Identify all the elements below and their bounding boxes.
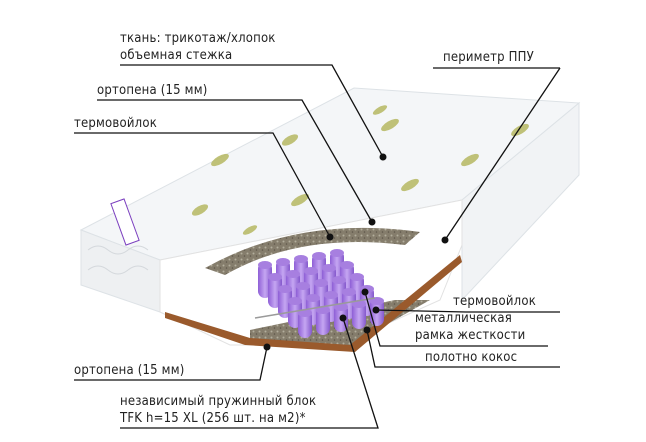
spring-top	[314, 279, 328, 287]
label-coconut: полотно кокос	[425, 350, 518, 365]
leaf-pattern	[191, 105, 529, 235]
spring-top	[276, 258, 290, 266]
label-fabric: ткань: трикотаж/хлопок	[120, 31, 276, 46]
spring-coil	[316, 307, 330, 335]
felt-top-layer	[205, 227, 420, 275]
rigidity-frame	[254, 297, 376, 319]
label-felt-top: термовойлок	[74, 116, 157, 131]
spring-top	[324, 291, 338, 299]
spring-top	[278, 285, 292, 293]
label-felt-bottom: термовойлок	[453, 294, 536, 309]
label-frame-2: рамка жесткости	[415, 328, 526, 343]
spring-top	[340, 261, 354, 269]
spring-top	[296, 282, 310, 290]
spring-block	[258, 249, 384, 338]
spring-top	[342, 288, 356, 296]
mattress-right-side	[461, 101, 580, 302]
spring-top	[268, 273, 282, 281]
label-perimeter: периметр ППУ	[443, 50, 534, 65]
coconut-layer	[165, 255, 462, 352]
label-spring-2: TFK h=15 XL (256 шт. на м2)*	[120, 411, 306, 426]
spring-top	[312, 252, 326, 260]
spring-top	[350, 273, 364, 281]
label-frame-1: металлическая	[415, 311, 512, 326]
spring-top	[294, 255, 308, 263]
spring-top	[304, 267, 318, 275]
spring-top	[332, 276, 346, 284]
spring-top	[286, 270, 300, 278]
spring-coil	[298, 310, 312, 338]
label-spring-1: независимый пружинный блок	[120, 394, 317, 409]
brand-tag	[110, 198, 140, 246]
spring-top	[288, 297, 302, 305]
spring-top	[330, 249, 344, 257]
spring-top	[306, 294, 320, 302]
spring-top	[258, 261, 272, 269]
leader-dots	[263, 153, 449, 351]
spring-coil	[352, 301, 366, 329]
leader-lines	[74, 64, 561, 429]
spring-top	[322, 264, 336, 272]
label-quilting: объемная стежка	[120, 48, 233, 63]
label-ortho-bottom: ортопена (15 мм)	[74, 363, 185, 378]
label-ortho-top: ортопена (15 мм)	[97, 83, 208, 98]
